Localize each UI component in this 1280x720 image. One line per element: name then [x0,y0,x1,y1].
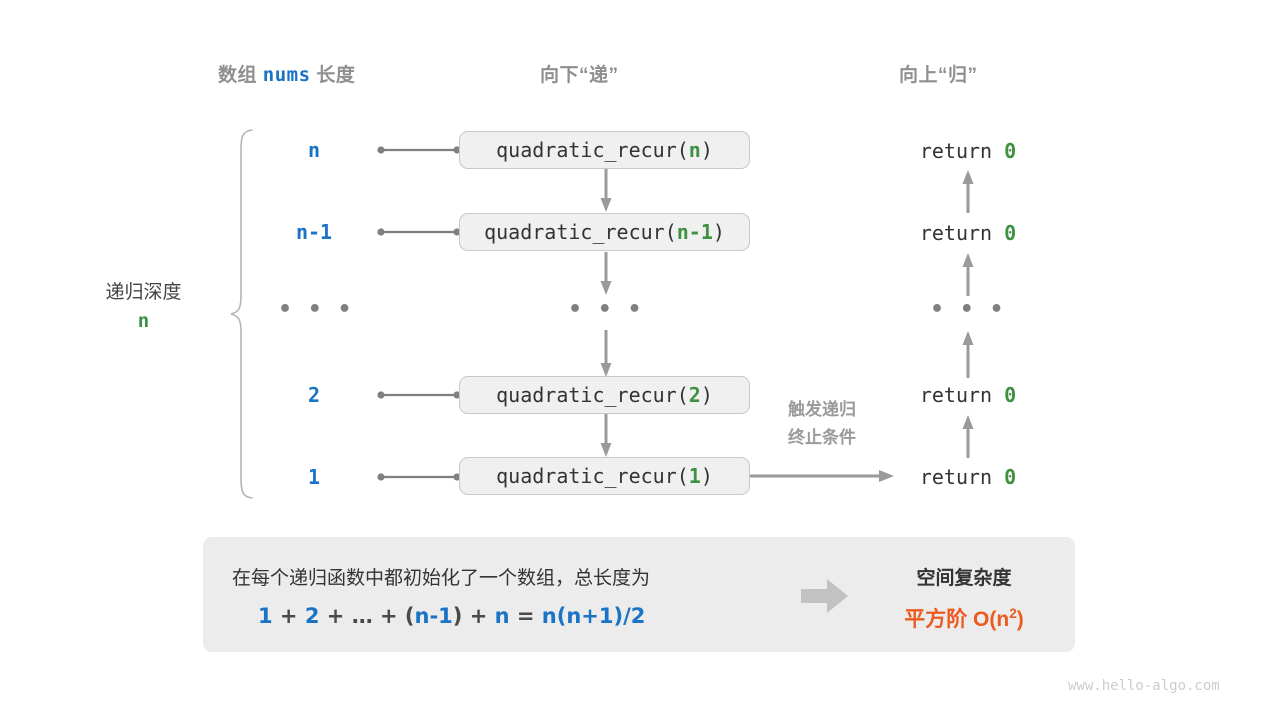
return-value-row-3: 0 [1004,383,1017,407]
function-box-row-0-suffix: ) [700,138,713,162]
formula-op-2: + [319,604,352,628]
function-box-row-1-suffix: ) [712,220,725,244]
formula-equals: = [509,604,542,628]
recursion-termination-note-line2: 终止条件 [788,428,856,448]
header-upward-return: 向上“归” [899,65,978,86]
function-box-row-3-prefix: quadratic_recur( [496,383,689,407]
function-box-row-0-arg: n [688,138,701,162]
up-arrow-4-to-3 [960,414,976,463]
header-array-length-suffix: 长度 [310,65,356,86]
watermark: www.hello-algo.com [1068,678,1220,694]
recursion-depth-label: 递归深度 n [86,278,201,337]
formula-term-n-minus-1: n-1 [414,604,453,628]
function-box-row-1-prefix: quadratic_recur( [484,220,677,244]
down-arrow-1-to-2 [598,252,614,301]
up-arrow-2-to-1 [960,252,976,301]
header-array-length-prefix: 数组 [218,65,263,86]
formula-paren-close: ) [452,604,463,628]
formula-op-4: + [462,604,495,628]
connector-line-row-0 [376,139,462,166]
array-length-row-0: n [307,138,321,162]
array-length-row-4: 1 [307,465,321,489]
function-box-row-4-arg: 1 [688,464,701,488]
connector-line-row-1 [376,221,462,248]
header-downward-recursion: 向下“递” [540,65,619,86]
function-box-row-1[interactable]: quadratic_recur(n-1) [459,213,750,251]
header-array-length: 数组 nums 长度 [218,60,355,87]
function-box-row-4-prefix: quadratic_recur( [496,464,689,488]
summary-panel [203,537,1075,652]
return-label-row-4: return 0 [893,465,1043,489]
summary-complexity-exponent: 2 [1009,606,1017,621]
formula-op-1: + [272,604,305,628]
formula-ellipsis: … [351,604,373,628]
summary-complexity-title: 空间复杂度 [916,568,1012,589]
function-box-row-2-ellipsis: • • • [568,297,646,322]
function-box-row-3-arg: 2 [688,383,701,407]
array-length-row-2-ellipsis: • • • [278,297,356,322]
connector-line-row-3 [376,384,462,411]
summary-complexity-value-prefix: 平方阶 O(n [904,608,1010,631]
function-box-row-4-suffix: ) [700,464,713,488]
return-value-row-1: 0 [1004,221,1017,245]
formula-op-3: + [372,604,405,628]
down-arrow-2-to-3 [598,330,614,383]
formula-result: n(n+1)/2 [541,604,646,628]
summary-complexity-value-suffix: ) [1016,608,1024,631]
depth-brace [228,128,256,500]
header-array-length-accent: nums [262,64,311,86]
recursion-depth-title: 递归深度 [105,282,182,303]
recursion-depth-value: n [137,310,150,333]
return-value-row-0: 0 [1004,139,1017,163]
down-arrow-0-to-1 [598,169,614,218]
return-value-row-4: 0 [1004,465,1017,489]
function-box-row-0-prefix: quadratic_recur( [496,138,689,162]
function-box-row-3-suffix: ) [700,383,713,407]
recursion-termination-note-line1: 触发递归 [788,400,856,419]
formula-term-2: 2 [304,604,320,628]
return-keyword-row-1: return [919,221,1005,245]
down-arrow-3-to-4 [598,414,614,463]
function-box-row-1-arg: n-1 [676,220,713,244]
return-keyword-row-4: return [919,465,1005,489]
summary-complexity-value: 平方阶 O(n2) [878,603,1050,633]
recursion-termination-note: 触发递归 终止条件 [757,396,887,452]
summary-arrow-icon [801,578,849,619]
return-label-row-1: return 0 [893,221,1043,245]
array-length-row-1: n-1 [295,220,333,244]
return-label-row-2-ellipsis: • • • [930,297,1008,322]
return-label-row-3: return 0 [893,383,1043,407]
summary-description: 在每个递归函数中都初始化了一个数组，总长度为 [232,568,651,589]
up-arrow-3-to-2 [960,330,976,383]
base-case-return-arrow [750,465,896,492]
array-length-row-3: 2 [307,383,321,407]
function-box-row-3[interactable]: quadratic_recur(2) [459,376,750,414]
return-keyword-row-0: return [919,139,1005,163]
formula-paren-open: ( [404,604,415,628]
return-keyword-row-3: return [919,383,1005,407]
up-arrow-1-to-0 [960,169,976,218]
function-box-row-4[interactable]: quadratic_recur(1) [459,457,750,495]
function-box-row-0[interactable]: quadratic_recur(n) [459,131,750,169]
return-label-row-0: return 0 [893,139,1043,163]
summary-formula: 1 + 2 + … + (n-1) + n = n(n+1)/2 [258,604,645,628]
formula-term-n: n [494,604,510,628]
formula-term-1: 1 [258,604,273,628]
connector-line-row-4 [376,466,462,493]
